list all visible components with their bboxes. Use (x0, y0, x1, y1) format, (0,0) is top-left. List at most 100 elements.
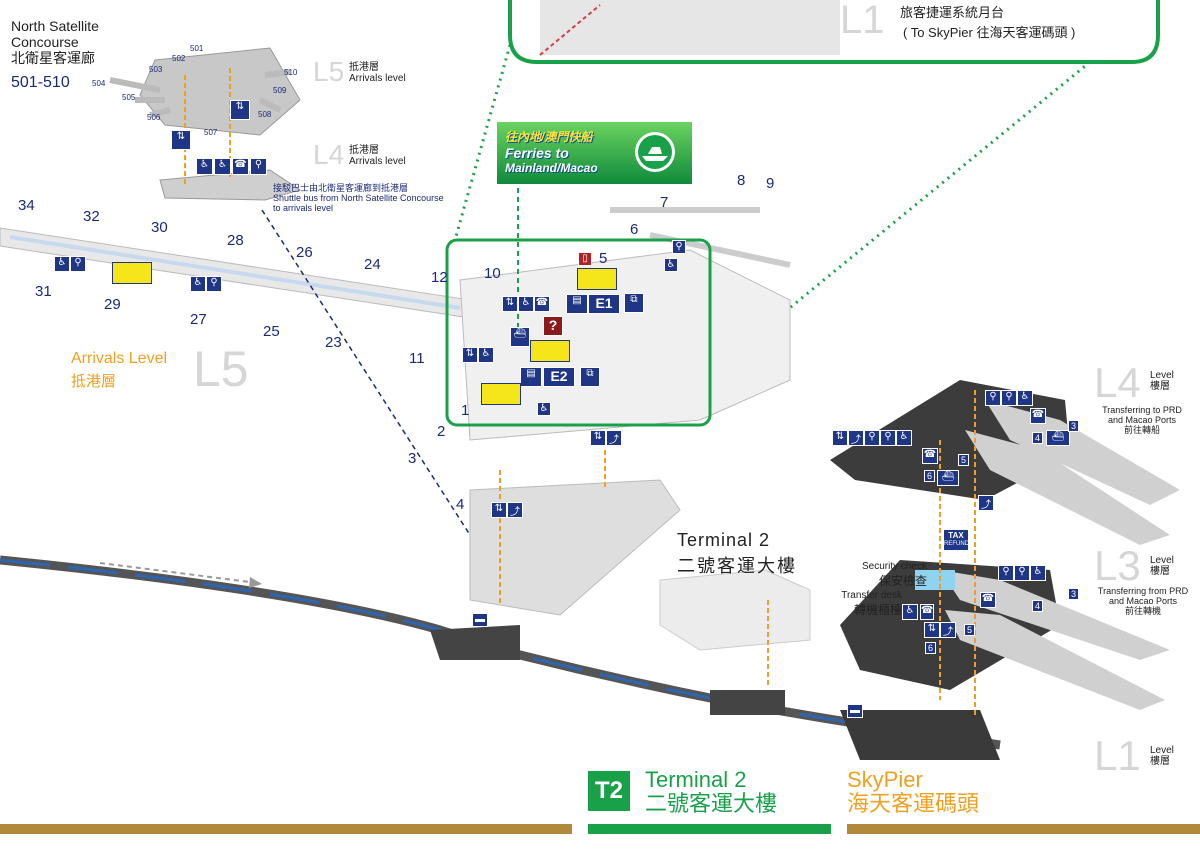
ferries-sign[interactable]: 往內地/澳門快船 Ferries to Mainland/Macao (505, 130, 598, 175)
lift-escalator-icon: ⇅ (491, 502, 507, 518)
inset-platform (540, 0, 840, 55)
accessible-icon: ♿ (1030, 565, 1046, 581)
phone-icon: ☎ (922, 448, 938, 464)
ferry-icon (642, 156, 668, 161)
legend-skypier: SkyPier 海天客運碼頭 (847, 767, 980, 816)
skypier-gate-5-l3: 5 (964, 624, 975, 636)
security-check-label: Security check 保安檢查 (861, 561, 927, 588)
counter-icon: ▤ (566, 294, 588, 314)
north-level-bottom-code: L4 (313, 139, 345, 170)
gate-506: 506 (147, 113, 161, 122)
lift-escalator-icon: ⇅ (502, 296, 518, 312)
arrivals-sign-icon (577, 268, 617, 290)
gate-2: 2 (437, 423, 446, 440)
toilet-icon: ⚲ (1001, 390, 1017, 406)
lift-escalator-icon: ⇅ (832, 430, 848, 446)
exit-icon: ▯ (578, 252, 592, 266)
inset-line1: 旅客捷運系統月台 (900, 5, 1005, 20)
lift-escalator-icon: ⇅ (462, 347, 478, 363)
toilet-icon: ⚲ (672, 240, 686, 254)
accessible-icon: ♿ (518, 296, 534, 312)
skypier-l4-note: Transferring to PRD and Macao Ports 前往轉船 (1102, 405, 1182, 435)
accessible-icon: ♿ (664, 258, 678, 272)
skypier-l3-code: L3 (1094, 542, 1141, 589)
arrivals-level-zh: 抵港層 (71, 373, 117, 390)
gate-8: 8 (737, 172, 746, 189)
gate-507: 507 (204, 128, 218, 137)
train-icon: ▬ (472, 613, 488, 627)
skypier-gate-3: 3 (1068, 420, 1079, 432)
skypier-gate-5: 5 (958, 454, 969, 466)
highlight-box (445, 238, 712, 427)
escalator-icon: ⤴ (606, 430, 622, 446)
gate-31: 31 (35, 283, 52, 300)
escalator-icon: ⤴ (940, 622, 956, 638)
hall-e1[interactable]: E1 (588, 294, 620, 314)
escalator-icon: ⤴ (978, 495, 994, 511)
baggage-icon: ⧉ (580, 367, 600, 387)
toilet-icon: ⚲ (70, 256, 86, 272)
phone-icon: ☎ (534, 296, 550, 312)
inset-line2: ( To SkyPier 往海天客運碼頭 ) (903, 25, 1076, 40)
toilet-icon: ⚲ (206, 276, 222, 292)
callout-line-left (453, 44, 512, 241)
gate-25: 25 (263, 323, 280, 340)
hall-e2[interactable]: E2 (543, 367, 575, 387)
toilet-icon: ⚲ (864, 430, 880, 446)
accessible-icon: ♿ (190, 276, 206, 292)
arrivals-sign-icon (112, 262, 152, 284)
accessible-icon: ♿ (54, 256, 70, 272)
gate-29: 29 (104, 296, 121, 313)
accessible-icon: ♿ (537, 402, 551, 416)
gate-502: 502 (172, 54, 186, 63)
gate-11: 11 (409, 350, 425, 367)
north-level-bottom-label: 抵港層 Arrivals level (349, 145, 406, 167)
ferry-counter-icon: ⛴ (510, 327, 530, 347)
t2-badge: T2 (588, 771, 630, 811)
toilet-icon: ⚲ (880, 430, 896, 446)
toilet-icon: ⚲ (250, 158, 267, 175)
skypier-gate-6-l3: 6 (925, 642, 936, 654)
north-level-top-label: 抵港層 Arrivals level (349, 62, 406, 84)
skypier-l3-label: Level 樓層 (1150, 555, 1174, 577)
gate-26: 26 (296, 244, 313, 261)
gate-4: 4 (456, 496, 465, 513)
gate-27: 27 (190, 311, 207, 328)
skypier-gate-3-l3: 3 (1068, 588, 1079, 600)
shuttle-route (261, 209, 471, 536)
gate-503: 503 (149, 65, 163, 74)
gate-501: 501 (190, 44, 204, 53)
gate-23: 23 (325, 334, 342, 351)
gate-34: 34 (18, 197, 35, 214)
arrivals-sign-icon (530, 340, 570, 362)
toilet-icon: ⚲ (998, 565, 1014, 581)
skypier-l1-label: Level 樓層 (1150, 745, 1174, 767)
gate-28: 28 (227, 232, 244, 249)
north-gates-range: 501-510 (11, 74, 70, 91)
tax-refund-sign[interactable]: TAX REFUND (943, 529, 969, 551)
skypier-gate-6: 6 (924, 470, 935, 482)
arrivals-sign-icon (481, 383, 521, 405)
callout-line-right (774, 60, 1091, 322)
north-concourse-building (139, 47, 301, 136)
escalator-icon: ⤴ (507, 502, 523, 518)
transfer-desk-label: Transfer desk 轉機櫃檯 (841, 590, 902, 617)
footer-bar-t2 (588, 824, 831, 834)
inset-track-marker (539, 4, 601, 56)
accessible-icon: ♿ (896, 430, 912, 446)
gate-504: 504 (92, 79, 106, 88)
gate-6: 6 (630, 221, 639, 238)
inset-frame (508, 0, 1160, 64)
skypier-gate-4-l3: 4 (1032, 600, 1043, 612)
legend-terminal2: Terminal 2 二號客運大樓 (645, 767, 778, 816)
terminal2-building (659, 569, 811, 651)
toilet-icon: ⚲ (985, 390, 1001, 406)
gate-510: 510 (284, 68, 298, 77)
accessible-icon: ♿ (478, 347, 494, 363)
ferry-icon: ⛴ (1046, 430, 1070, 446)
ferry-icon: ⛴ (937, 470, 959, 486)
information-icon[interactable]: ? (543, 316, 563, 336)
gate-505: 505 (122, 93, 136, 102)
gate-30: 30 (151, 219, 168, 236)
